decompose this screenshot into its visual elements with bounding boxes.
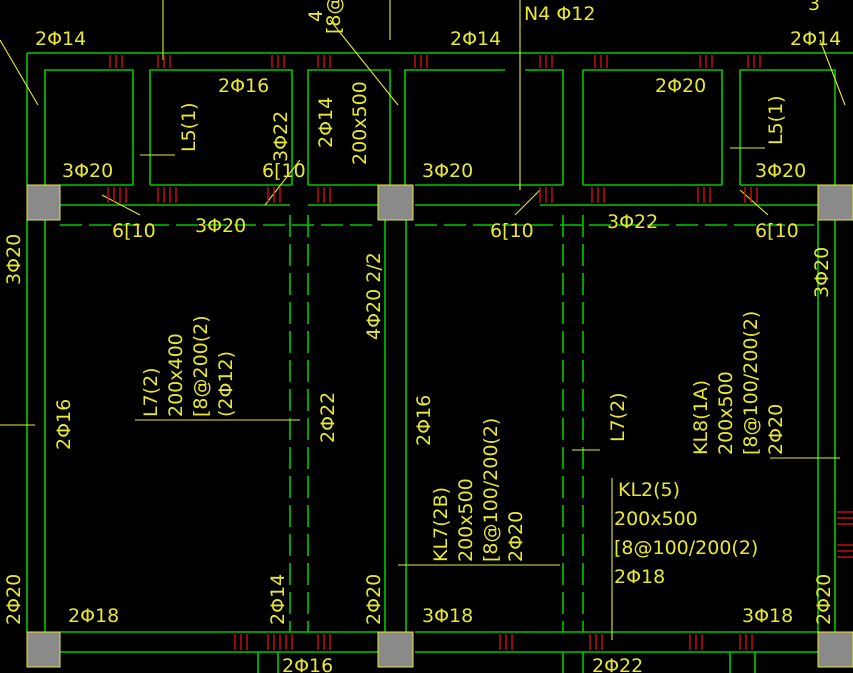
beam-lines bbox=[26, 52, 853, 673]
label-bot-3018-right: 3Φ18 bbox=[742, 605, 793, 627]
annotations-vertical: L5(1) 3Φ22 2Φ14 200x500 L5(1) 3Φ20 3Φ20 … bbox=[3, 81, 835, 625]
label-kl7-line4: 2Φ20 bbox=[505, 511, 527, 562]
label-bot-2022: 2Φ22 bbox=[592, 655, 643, 673]
label-room3-2014: 2Φ14 bbox=[315, 97, 337, 148]
label-kl7-line2: 200x500 bbox=[455, 478, 477, 562]
stirrup-marks-top bbox=[109, 55, 761, 68]
label-room6-3020: 3Φ20 bbox=[755, 160, 806, 182]
label-bot-2016: 2Φ16 bbox=[282, 655, 333, 673]
label-kl2-line1: KL2(5) bbox=[618, 479, 680, 501]
label-v-2016-left: 2Φ16 bbox=[53, 399, 75, 450]
stirrup-marks-mid bbox=[107, 187, 758, 203]
label-l7-a-line4: (2Φ12) bbox=[215, 351, 237, 417]
label-kl2-line4: 2Φ18 bbox=[614, 566, 665, 588]
label-kl7-line1: KL7(2B) bbox=[430, 487, 452, 562]
label-top-cut-right: 3 bbox=[808, 0, 820, 15]
label-kl2-line3: [8@100/200(2) bbox=[614, 537, 758, 559]
stirrup-marks-bottom bbox=[234, 634, 753, 650]
label-room4-3020: 3Φ20 bbox=[422, 160, 473, 182]
label-room6-l5: L5(1) bbox=[765, 95, 787, 145]
label-room1-3020: 3Φ20 bbox=[62, 160, 113, 182]
label-kl2-line2: 200x500 bbox=[614, 508, 698, 530]
label-room2-610: 6[10 bbox=[262, 160, 306, 182]
label-kl8-line4: 2Φ20 bbox=[765, 404, 787, 455]
columns bbox=[26, 184, 853, 668]
column bbox=[377, 631, 414, 668]
label-kl8-line2: 200x500 bbox=[715, 371, 737, 455]
label-mid-3022: 3Φ22 bbox=[607, 211, 658, 233]
label-bot-2020-right: 2Φ20 bbox=[813, 574, 835, 625]
label-mid-610-c: 6[10 bbox=[755, 220, 799, 242]
label-l7-a-line1: L7(2) bbox=[140, 367, 162, 417]
label-top-2014-right: 2Φ14 bbox=[790, 28, 841, 50]
column bbox=[26, 631, 61, 668]
label-kl8-line3: [8@100/200(2) bbox=[740, 311, 762, 455]
label-left-3020: 3Φ20 bbox=[3, 234, 25, 285]
label-room3-size: 200x500 bbox=[349, 81, 371, 165]
column bbox=[26, 184, 61, 221]
label-room2-3022: 3Φ22 bbox=[270, 111, 292, 162]
label-room2-l5: L5(1) bbox=[178, 102, 200, 152]
leader-lines bbox=[0, 0, 846, 640]
label-top-2014-mid: 2Φ14 bbox=[450, 28, 501, 50]
label-bot-2020-left: 2Φ20 bbox=[3, 574, 25, 625]
label-kl7-line3: [8@100/200(2) bbox=[480, 418, 502, 562]
label-l7-b: L7(2) bbox=[607, 392, 629, 442]
column bbox=[817, 631, 853, 668]
column bbox=[817, 184, 853, 221]
label-bot-3018-mid: 3Φ18 bbox=[422, 605, 473, 627]
dashed-beam-lines bbox=[60, 215, 818, 632]
label-mid-3020: 3Φ20 bbox=[195, 215, 246, 237]
label-room5-2020: 2Φ20 bbox=[655, 75, 706, 97]
label-top-n4: N4 Φ12 bbox=[524, 3, 595, 25]
label-kl8-line1: KL8(1A) bbox=[690, 380, 712, 455]
label-top-8at: [8@ bbox=[323, 0, 345, 34]
label-room2-2016: 2Φ16 bbox=[218, 75, 269, 97]
label-top-2014-left: 2Φ14 bbox=[35, 28, 86, 50]
label-v-2022: 2Φ22 bbox=[317, 392, 339, 443]
label-right-3020: 3Φ20 bbox=[811, 247, 833, 298]
stirrup-marks-right bbox=[837, 511, 853, 558]
stirrup-marks bbox=[107, 55, 853, 650]
label-col-4020: 4Φ20 2/2 bbox=[363, 252, 385, 340]
label-mid-610-a: 6[10 bbox=[112, 220, 156, 242]
label-bot-2014: 2Φ14 bbox=[267, 574, 289, 625]
label-bot-2020-mid: 2Φ20 bbox=[363, 574, 385, 625]
label-bot-2018-left: 2Φ18 bbox=[68, 605, 119, 627]
label-l7-a-line3: [8@200(2) bbox=[190, 315, 212, 417]
annotations-horizontal: 2Φ14 2Φ14 N4 Φ12 2Φ14 3 2Φ16 2Φ20 3Φ20 6… bbox=[35, 0, 841, 673]
label-v-2016-mid: 2Φ16 bbox=[413, 395, 435, 446]
label-mid-610-b: 6[10 bbox=[490, 220, 534, 242]
column bbox=[377, 184, 414, 221]
label-top-cut-mid: 4 bbox=[305, 10, 327, 22]
label-l7-a-line2: 200x400 bbox=[165, 333, 187, 417]
